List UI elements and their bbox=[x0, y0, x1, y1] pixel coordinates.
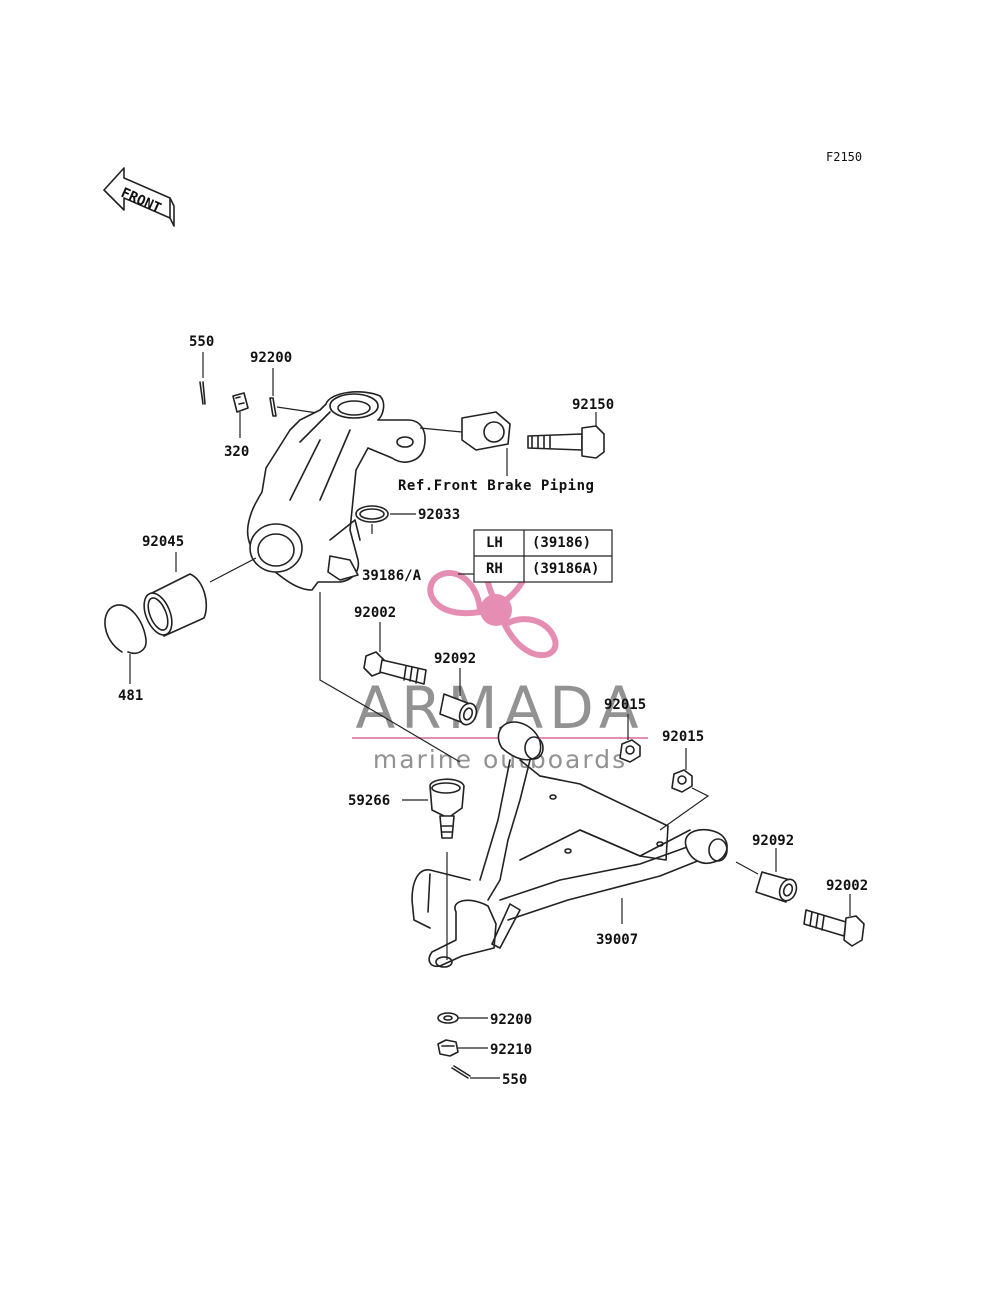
reference-note: Ref.Front Brake Piping bbox=[398, 478, 594, 494]
label-92092-right: 92092 bbox=[752, 833, 794, 849]
label-92092-left: 92092 bbox=[434, 651, 476, 667]
label-92150: 92150 bbox=[572, 397, 614, 413]
knuckle-balljoint-leader bbox=[319, 592, 461, 763]
lock-nut-92015-b bbox=[659, 748, 710, 831]
circlip bbox=[104, 604, 147, 684]
label-92200-top: 92200 bbox=[250, 350, 292, 366]
label-320: 320 bbox=[224, 444, 249, 460]
label-481: 481 bbox=[118, 688, 143, 704]
castle-nut-bottom bbox=[437, 1039, 488, 1057]
label-92002-left: 92002 bbox=[354, 605, 396, 621]
table-lh-side: LH bbox=[486, 535, 503, 551]
snap-ring-92033 bbox=[355, 505, 416, 534]
label-550-bottom: 550 bbox=[502, 1072, 527, 1088]
ball-joint bbox=[402, 778, 465, 960]
label-39186: 39186/A bbox=[362, 568, 422, 584]
part-labels: 550 92200 320 92150 Ref.Front Brake Pipi… bbox=[118, 334, 868, 1088]
table-lh-part: (39186) bbox=[532, 535, 591, 551]
label-92002-right: 92002 bbox=[826, 878, 868, 894]
label-550-top: 550 bbox=[189, 334, 214, 350]
front-arrow-icon: FRONT bbox=[103, 167, 175, 227]
cotter-pin-bottom bbox=[451, 1065, 500, 1079]
label-92015-a: 92015 bbox=[604, 697, 646, 713]
label-92015-b: 92015 bbox=[662, 729, 704, 745]
label-92210: 92210 bbox=[490, 1042, 532, 1058]
steering-knuckle bbox=[246, 391, 426, 591]
label-59266: 59266 bbox=[348, 793, 390, 809]
diagram-code: F2150 bbox=[826, 150, 862, 164]
table-rh-part: (39186A) bbox=[532, 561, 599, 577]
lock-nut-92015-a bbox=[619, 714, 641, 763]
label-92045: 92045 bbox=[142, 534, 184, 550]
bolt-92002-left bbox=[363, 622, 427, 685]
cotter-pin-top bbox=[199, 352, 206, 405]
castle-nut bbox=[232, 392, 249, 438]
label-92200-bottom: 92200 bbox=[490, 1012, 532, 1028]
washer-bottom bbox=[437, 1012, 488, 1024]
collar-92092-right bbox=[735, 848, 798, 903]
wheel-bearing bbox=[143, 552, 257, 637]
bolt-92150 bbox=[527, 412, 605, 459]
a-arm bbox=[411, 721, 728, 968]
brake-piping-clip bbox=[419, 411, 511, 476]
label-39007: 39007 bbox=[596, 932, 638, 948]
watermark-tagline: marine outboards bbox=[373, 745, 627, 774]
washer-top bbox=[269, 368, 325, 417]
watermark-brand: ARMADA bbox=[355, 674, 644, 742]
table-rh-side: RH bbox=[486, 561, 503, 577]
bolt-92002-right bbox=[803, 894, 865, 947]
side-table: LH (39186) RH (39186A) bbox=[458, 529, 613, 583]
collar-92092-left bbox=[439, 668, 478, 726]
label-92033: 92033 bbox=[418, 507, 460, 523]
